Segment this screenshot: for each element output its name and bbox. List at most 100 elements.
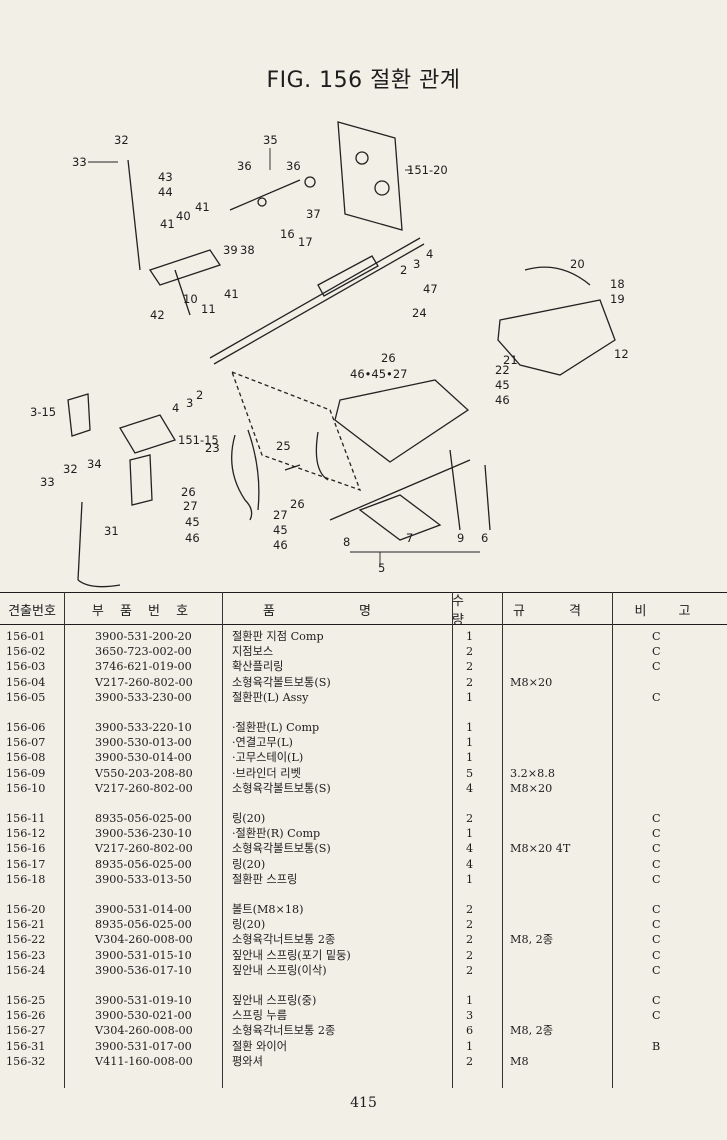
cell-spec: M8×20 — [510, 781, 553, 795]
svg-text:2: 2 — [400, 263, 407, 277]
svg-text:3: 3 — [413, 257, 420, 271]
cell-qty: 1 — [466, 690, 474, 704]
cell-part-name: 짚안내 스프링(중) — [232, 994, 317, 1007]
cell-part-no: V411-160-008-00 — [95, 1054, 193, 1068]
cell-part-name: 절환 와이어 — [232, 1039, 288, 1053]
cell-remarks: C — [652, 645, 661, 659]
svg-text:31: 31 — [104, 524, 119, 538]
svg-text:7: 7 — [406, 531, 413, 545]
cell-part-no: 3900-533-230-00 — [95, 690, 192, 704]
svg-text:42: 42 — [150, 308, 165, 322]
col-divider — [502, 592, 503, 1088]
cell-part-name: ·연결고무(L) — [232, 736, 293, 750]
shift-plate-l-5 — [329, 379, 491, 541]
svg-text:41: 41 — [195, 200, 210, 214]
cell-spec: M8, 2종 — [510, 1024, 554, 1038]
svg-text:27: 27 — [183, 499, 198, 513]
cell-part-no: 3746-621-019-00 — [95, 660, 192, 674]
cell-ref-no: 156-22 — [6, 933, 46, 947]
cell-ref-no: 156-20 — [6, 903, 46, 916]
cell-ref-no: 156-24 — [6, 963, 46, 977]
cell-part-no: 8935-056-025-00 — [95, 857, 192, 871]
svg-text:45: 45 — [185, 515, 200, 529]
svg-text:26: 26 — [181, 485, 196, 499]
header-qty: 수 량 — [452, 594, 474, 628]
cell-qty: 1 — [466, 1039, 474, 1053]
cell-qty: 2 — [466, 1054, 474, 1068]
cell-qty: 1 — [466, 736, 474, 750]
cell-ref-no: 156-02 — [6, 645, 46, 659]
cable-wire-31 — [77, 159, 141, 588]
svg-text:45: 45 — [273, 523, 288, 537]
cell-ref-no: 156-17 — [6, 857, 46, 871]
cell-ref-no: 156-25 — [6, 994, 46, 1007]
cell-part-name: ·절환판(R) Comp — [232, 827, 321, 841]
header-spec: 규 격 — [512, 603, 602, 619]
svg-text:9: 9 — [457, 531, 464, 545]
cell-qty: 6 — [466, 1024, 474, 1038]
cell-ref-no: 156-32 — [6, 1054, 46, 1068]
cell-spec: M8×20 4T — [510, 842, 571, 856]
leader-lines — [88, 148, 480, 566]
cell-part-no: 3900-530-013-00 — [95, 736, 192, 750]
cell-ref-no: 156-18 — [6, 872, 46, 886]
svg-text:24: 24 — [412, 306, 427, 320]
cell-ref-no: 156-09 — [6, 766, 46, 780]
cell-part-name: 절환판 스프링 — [232, 872, 298, 886]
page-number: 415 — [350, 1095, 377, 1111]
cell-remarks: C — [652, 812, 661, 825]
cell-part-no: 8935-056-025-00 — [95, 812, 192, 825]
cell-part-no: 3900-531-015-10 — [95, 948, 192, 962]
cell-ref-no: 156-26 — [6, 1009, 46, 1023]
cell-ref-no: 156-21 — [6, 918, 46, 932]
cell-remarks: C — [652, 842, 661, 856]
cell-part-name: 짚안내 스프링(이삭) — [232, 963, 327, 977]
cell-spec: M8 — [510, 1054, 529, 1068]
svg-text:40: 40 — [176, 209, 191, 223]
cell-part-no: 3900-530-014-00 — [95, 751, 192, 765]
cell-remarks: C — [652, 857, 661, 871]
cell-part-no: 3900-531-200-20 — [95, 630, 192, 643]
cell-part-no: V217-260-802-00 — [95, 842, 193, 856]
col-divider — [64, 592, 65, 1088]
cell-ref-no: 156-01 — [6, 630, 46, 643]
cell-part-no: 3900-531-014-00 — [95, 903, 192, 916]
cell-ref-no: 156-31 — [6, 1039, 46, 1053]
cell-qty: 5 — [466, 766, 474, 780]
cell-spec: M8×20 — [510, 675, 553, 689]
col-divider — [222, 592, 223, 1088]
cell-qty: 2 — [466, 963, 474, 977]
cell-qty: 1 — [466, 751, 474, 765]
cell-remarks: B — [652, 1039, 661, 1053]
svg-text:41: 41 — [224, 287, 239, 301]
cell-qty: 2 — [466, 933, 474, 947]
cell-part-no: 3900-536-230-10 — [95, 827, 192, 841]
svg-text:23: 23 — [205, 441, 220, 455]
svg-text:151-15: 151-15 — [178, 433, 219, 447]
svg-text:44: 44 — [158, 185, 173, 199]
svg-text:5: 5 — [378, 561, 385, 575]
svg-text:16: 16 — [280, 227, 295, 241]
lever-assembly — [148, 176, 316, 316]
svg-text:38: 38 — [240, 243, 255, 257]
svg-text:36: 36 — [237, 159, 252, 173]
svg-text:4: 4 — [426, 247, 433, 261]
svg-text:37: 37 — [306, 207, 321, 221]
svg-text:22: 22 — [495, 363, 510, 377]
header-remarks: 비 고 — [634, 603, 705, 619]
